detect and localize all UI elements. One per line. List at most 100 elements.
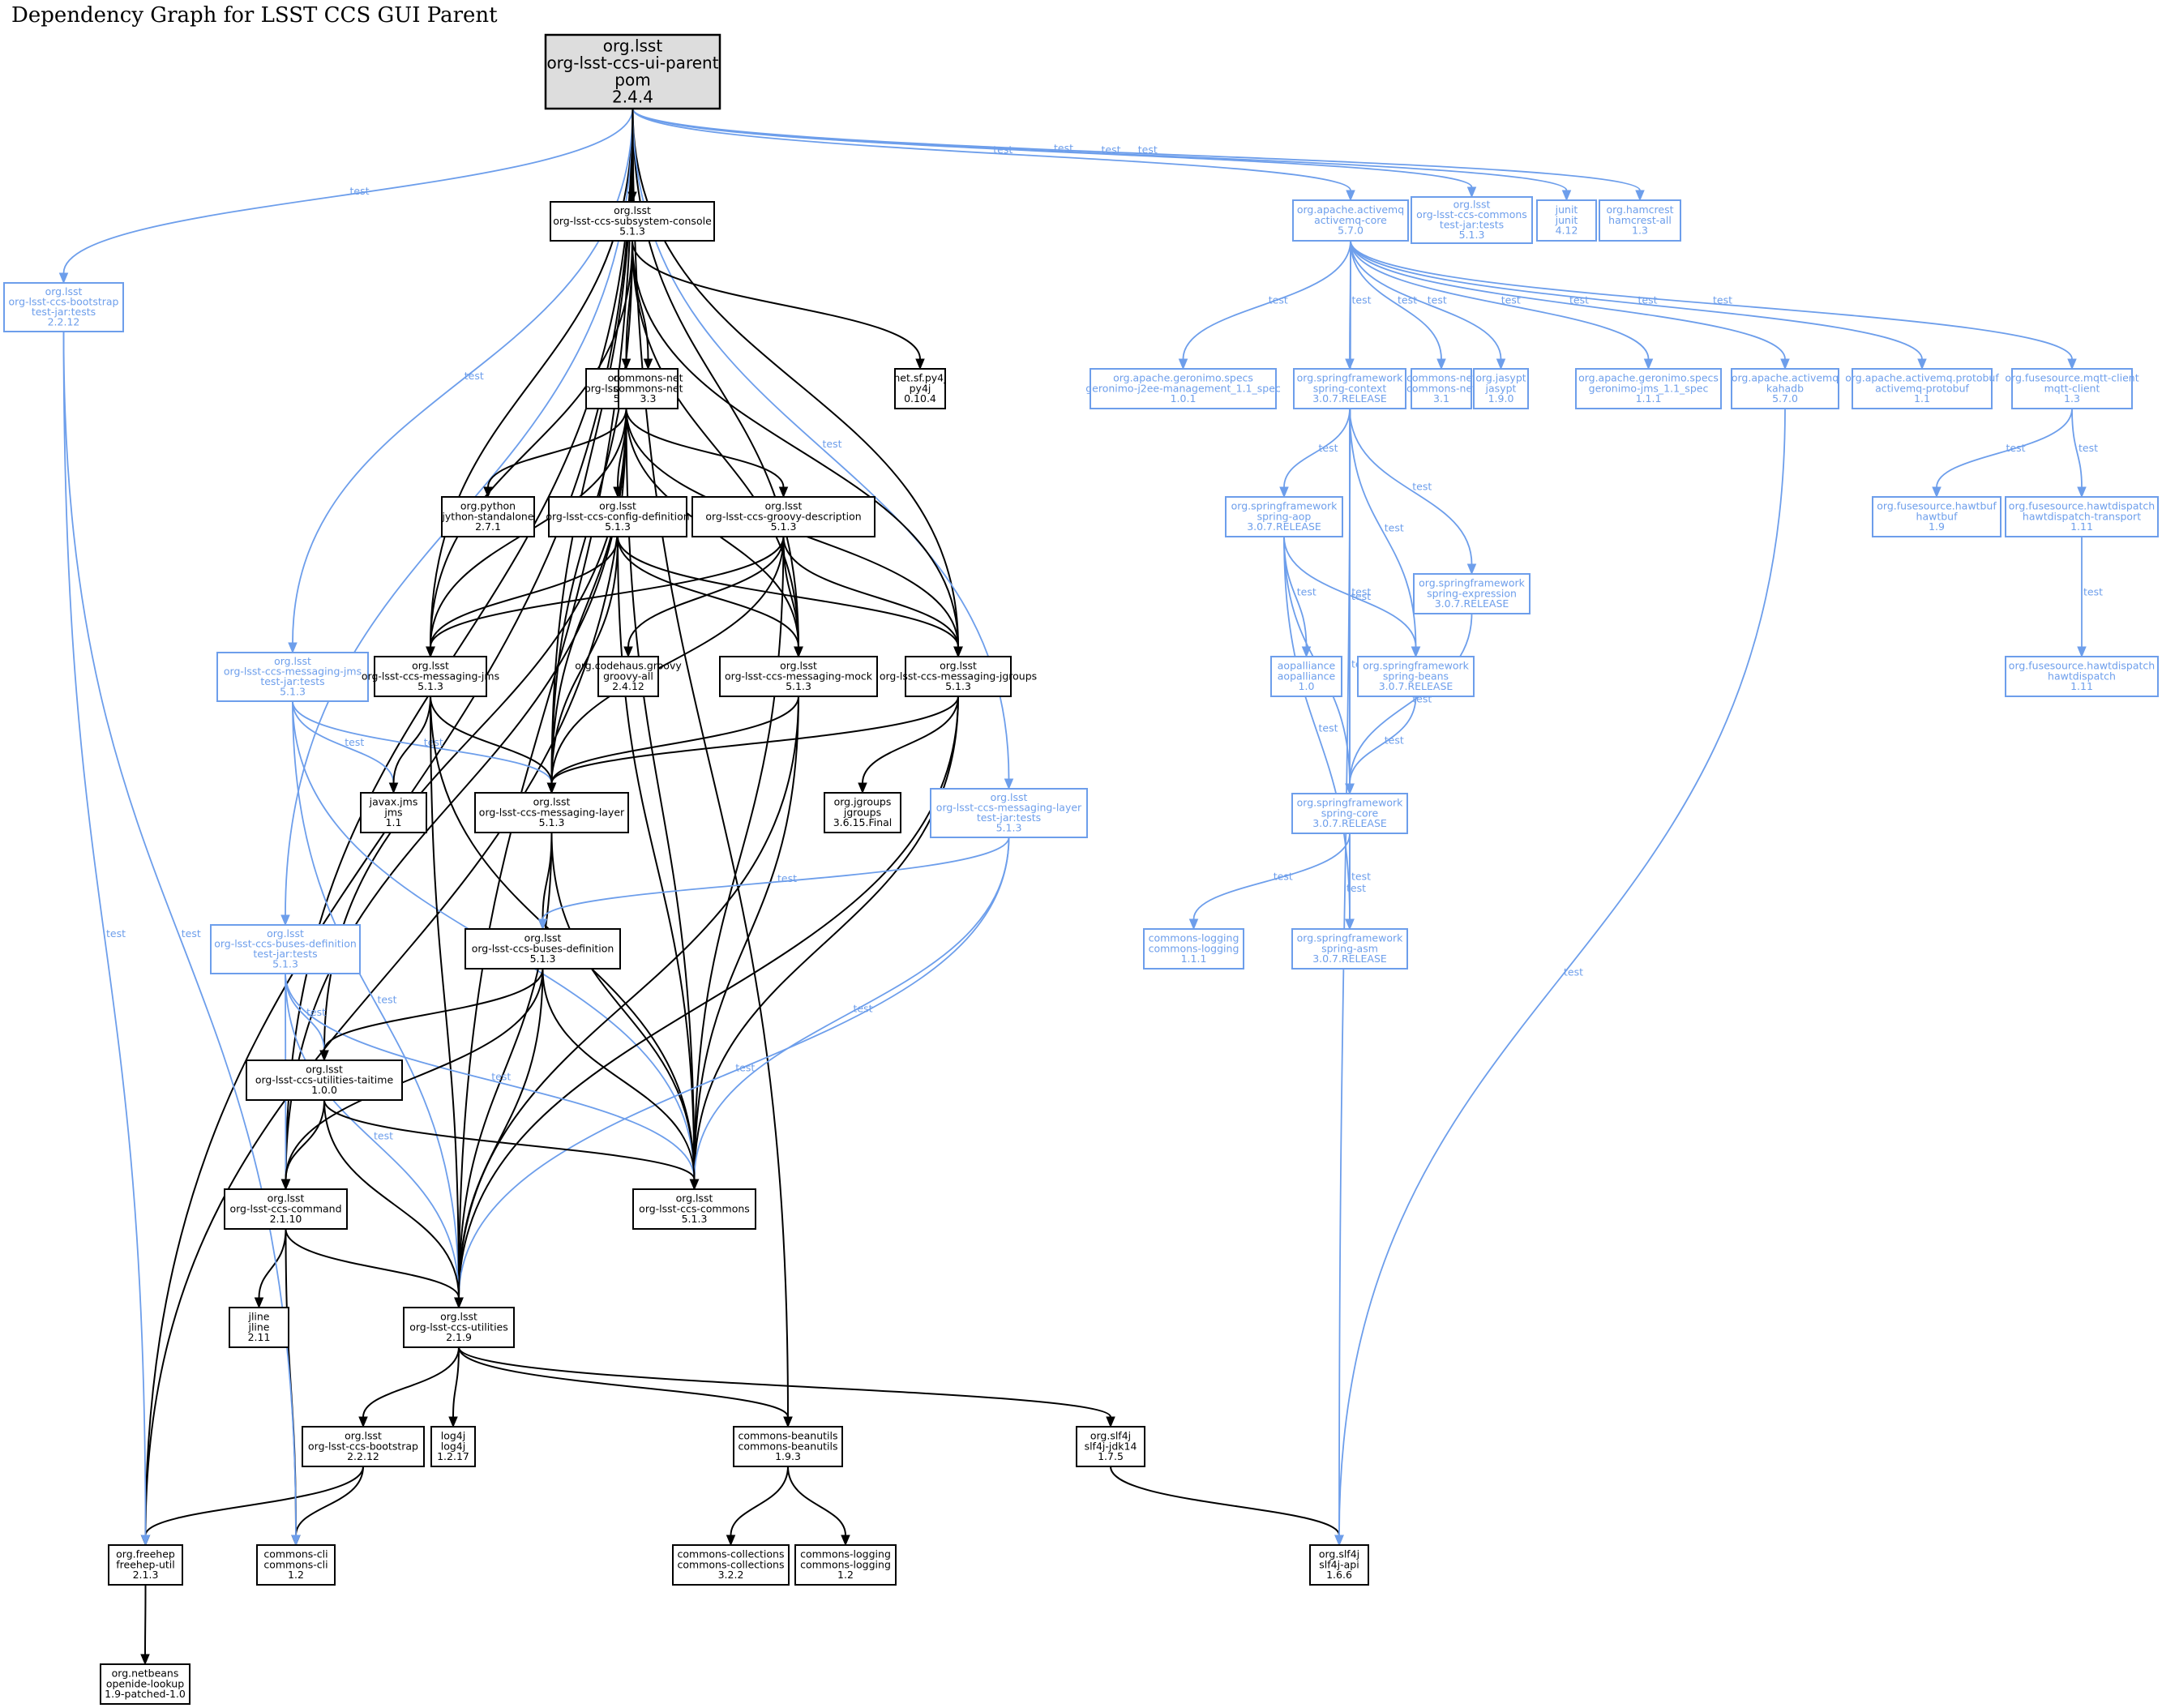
node-spring-beans[interactable]: org.springframeworkspring-beans3.0.7.REL… xyxy=(1357,656,1475,697)
arrowhead-icon xyxy=(426,646,435,658)
edge-label-test: test xyxy=(2079,442,2098,454)
edge-msg-jgroups-to-jgroups xyxy=(858,696,959,794)
edge-line xyxy=(617,536,696,1180)
node-spring-core[interactable]: org.springframeworkspring-core3.0.7.RELE… xyxy=(1291,793,1408,834)
node-commons-tests[interactable]: org.lsstorg-lsst-ccs-commonstest-jar:tes… xyxy=(1411,196,1533,244)
edge-msg-jms-to-msg-layer xyxy=(430,696,557,794)
node-version: 3.0.7.RELEASE xyxy=(1312,952,1387,965)
node-config-def[interactable]: org.lsstorg-lsst-ccs-config-definition5.… xyxy=(546,496,690,537)
node-version: 3.3 xyxy=(640,392,657,405)
node-box xyxy=(719,656,878,697)
node-geronimo-jms[interactable]: org.apache.geronimo.specsgeronimo-jms_1.… xyxy=(1575,368,1722,409)
node-bootstrap-tests[interactable]: org.lsstorg-lsst-ccs-bootstraptest-jar:t… xyxy=(3,282,124,332)
edge-line xyxy=(625,408,696,1180)
edge-line xyxy=(1349,408,1417,648)
edge-label-test: test xyxy=(1412,481,1432,493)
node-buses-def[interactable]: org.lsstorg-lsst-ccs-buses-definition5.1… xyxy=(465,928,621,970)
node-amq-protobuf[interactable]: org.apache.activemq.protobufactivemq-pro… xyxy=(1845,368,1999,409)
node-artifact-id: org-lsst-ccs-messaging-jms xyxy=(224,665,362,677)
edge-line xyxy=(487,408,627,488)
node-openide[interactable]: org.netbeansopenide-lookup1.9-patched-1.… xyxy=(100,1663,191,1705)
node-taitime[interactable]: org.lsstorg-lsst-ccs-utilities-taitime1.… xyxy=(246,1059,403,1101)
edge-config-def-to-msg-mock xyxy=(617,536,803,658)
node-spring-expr[interactable]: org.springframeworkspring-expression3.0.… xyxy=(1413,573,1531,614)
node-artifact-id: org-lsst-ccs-utilities-taitime xyxy=(255,1073,394,1085)
node-group-id: org.jgroups xyxy=(834,796,892,808)
edge-line xyxy=(1283,408,1351,488)
node-spring-asm[interactable]: org.springframeworkspring-asm3.0.7.RELEA… xyxy=(1291,928,1408,970)
node-group-id: commons-logging xyxy=(800,1548,891,1560)
node-box xyxy=(430,1426,476,1467)
arrowhead-icon xyxy=(2067,358,2077,370)
edge-line xyxy=(144,1466,364,1536)
edge-label-test: test xyxy=(1713,294,1732,306)
node-version: 1.2 xyxy=(837,1569,854,1581)
edge-groovy-desc-to-groovy-all xyxy=(623,536,785,658)
edge-line xyxy=(258,1228,287,1299)
node-artifact-id: org-lsst-ccs-ui-parent xyxy=(546,53,718,72)
node-artifact-id: test-jar:tests xyxy=(977,811,1041,824)
edge-label-test: test xyxy=(350,185,370,197)
node-buses-def-tests[interactable]: org.lsstorg-lsst-ccs-buses-definitiontes… xyxy=(210,924,361,974)
edge-label-test: test xyxy=(777,872,797,884)
node-spring-context[interactable]: org.springframeworkspring-context3.0.7.R… xyxy=(1293,368,1406,409)
node-msg-layer[interactable]: org.lsstorg-lsst-ccs-messaging-layer5.1.… xyxy=(474,792,629,833)
node-group-id: jline xyxy=(247,1311,269,1323)
node-group-id: org.fusesource.mqtt-client xyxy=(2005,372,2138,384)
node-group-id: org.springframework xyxy=(1297,372,1403,384)
node-collections[interactable]: commons-collectionscommons-collections3.… xyxy=(672,1544,790,1586)
node-group-id: javax.jms xyxy=(369,796,418,808)
edge-label-test: test xyxy=(1428,294,1447,306)
node-j2ee-mgmt[interactable]: org.apache.geronimo.specsgeronimo-j2ee-m… xyxy=(1085,368,1281,409)
node-msg-jgroups[interactable]: org.lsstorg-lsst-ccs-messaging-jgroups5.… xyxy=(880,656,1037,697)
node-msg-jms-tests[interactable]: org.lsstorg-lsst-ccs-messaging-jmstest-j… xyxy=(216,652,369,702)
edge-label-test: test xyxy=(374,1130,393,1142)
node-version: 1.0.0 xyxy=(311,1084,337,1096)
node-hawt-transport[interactable]: org.fusesource.hawtdispatchhawtdispatch-… xyxy=(2005,496,2159,537)
node-spring-aop[interactable]: org.springframeworkspring-aop3.0.7.RELEA… xyxy=(1225,496,1343,537)
node-version: 2.1.10 xyxy=(270,1213,302,1225)
node-console[interactable]: org.lsstorg-lsst-ccs-subsystem-console5.… xyxy=(550,201,715,242)
node-group-id: org.lsst xyxy=(676,1192,713,1205)
node-group-id: org.lsst xyxy=(268,1192,305,1205)
node-msg-layer-tests[interactable]: org.lsstorg-lsst-ccs-messaging-layertest… xyxy=(930,788,1088,838)
node-box xyxy=(1076,1426,1145,1467)
node-group-id: org.netbeans xyxy=(112,1667,179,1680)
node-hawtdispatch[interactable]: org.fusesource.hawtdispatchhawtdispatch1… xyxy=(2005,656,2159,697)
node-groovy-desc[interactable]: org.lsstorg-lsst-ccs-groovy-description5… xyxy=(691,496,876,537)
edge-line xyxy=(430,240,633,648)
edge-line xyxy=(1936,408,2073,488)
edge-utilities-to-beanutils xyxy=(458,1346,793,1428)
